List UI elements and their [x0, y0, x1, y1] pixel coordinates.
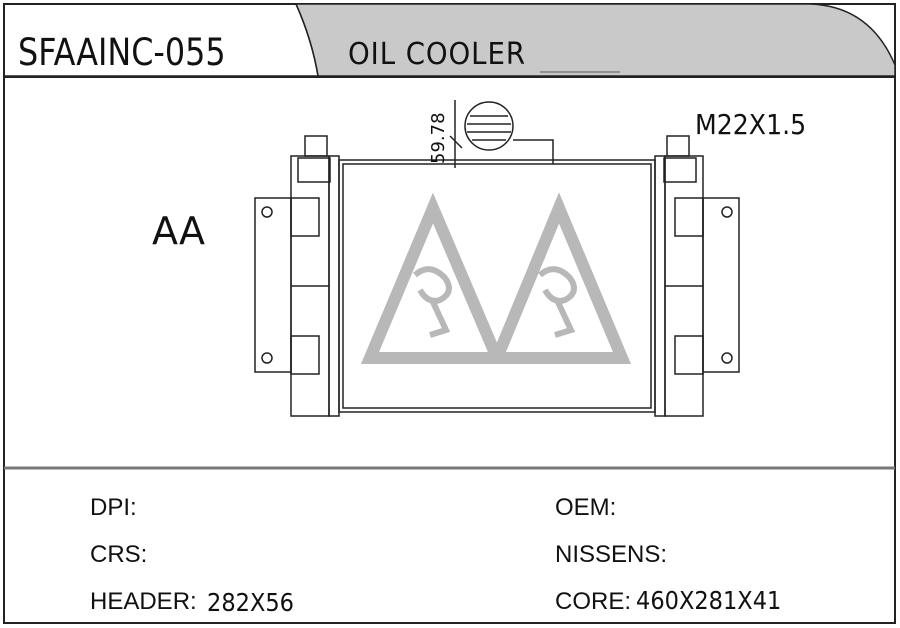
part-type: OIL COOLER — [348, 37, 526, 72]
nissens-label: NISSENS: — [555, 541, 668, 568]
dimension-label: 59.78 — [428, 112, 449, 164]
header-label: HEADER: — [90, 588, 197, 615]
sheet-border — [3, 3, 896, 624]
core-label: CORE: — [555, 588, 632, 615]
dpi-label: DPI: — [90, 494, 137, 521]
core-value: 460X281X41 — [636, 586, 782, 615]
thread-spec: M22X1.5 — [695, 108, 807, 141]
double-triangle-logo-icon — [360, 192, 632, 364]
crs-label: CRS: — [90, 541, 148, 568]
cooler-core — [254, 135, 740, 417]
oem-label: OEM: — [555, 494, 617, 521]
view-label: AA — [152, 209, 206, 253]
fitting-detail — [449, 100, 554, 168]
part-code: SFAAINC-055 — [18, 31, 226, 74]
code-tab-edge — [4, 3, 319, 77]
header-value: 282X56 — [207, 588, 294, 617]
